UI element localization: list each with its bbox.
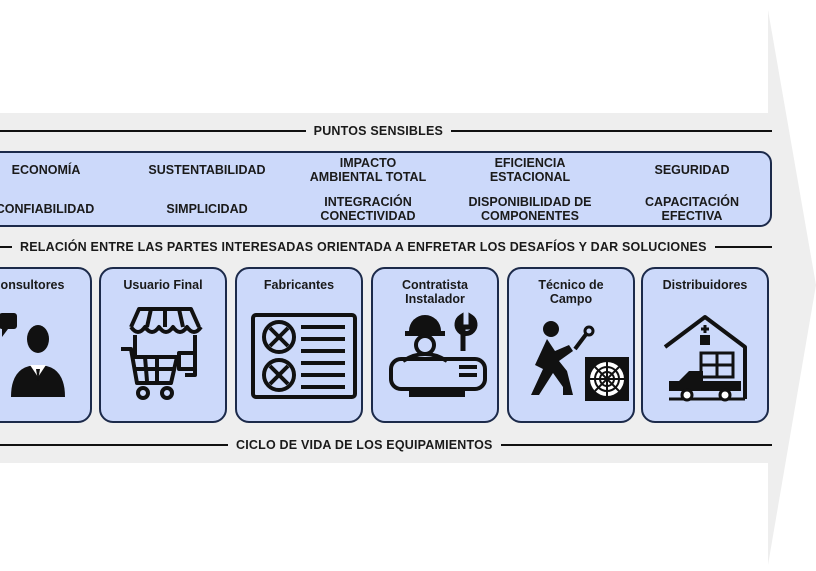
stakeholder-card-tecnico-de-campo: Técnico de Campo [507,267,635,423]
stakeholder-card-usuario-final: Usuario Final [99,267,227,423]
stakeholder-label: Campo [549,292,593,306]
stakeholder-label: Usuario Final [123,278,203,292]
warehouse-truck-icon [663,315,747,402]
stakeholder-card-fabricantes: Fabricantes [235,267,363,423]
keyword: CONFIABILIDAD [0,202,95,216]
store-cart-icon [121,307,203,400]
field-technician-icon [531,321,629,401]
divider-life-cycle: CICLO DE VIDA DE LOS EQUIPAMIENTOS [0,436,772,454]
section-title-life-cycle: CICLO DE VIDA DE LOS EQUIPAMIENTOS [236,438,493,452]
stakeholder-label: Técnico de [538,278,604,292]
stakeholder-label: Consultores [0,278,65,292]
stakeholder-card-contratista-instalador: Contratista Instalador [371,267,499,423]
hvac-unit-icon [251,313,357,399]
stakeholder-label: Instalador [405,292,465,306]
section-title-relationship: RELACIÓN ENTRE LAS PARTES INTERESADAS OR… [20,240,707,254]
installer-icon [389,312,487,397]
divider-relationship: RELACIÓN ENTRE LAS PARTES INTERESADAS OR… [0,238,772,256]
stakeholder-label: Fabricantes [263,278,335,292]
keyword: SIMPLICIDAD [166,202,248,216]
section-title-sensitive-points: PUNTOS SENSIBLES [313,124,444,138]
divider-sensitive-points: PUNTOS SENSIBLES [0,122,772,140]
sensitive-points-panel [0,151,772,227]
keyword: SUSTENTABILIDAD [148,163,266,177]
keyword: SEGURIDAD [654,163,730,177]
stakeholder-label: Contratista [402,278,468,292]
keyword: ECONOMÍA [11,163,81,177]
stakeholder-label: Distribuidores [662,278,748,292]
stakeholder-card-distribuidores: Distribuidores [641,267,769,423]
consultant-icon [0,313,65,397]
stakeholder-card-consultores: Consultores [0,267,92,423]
